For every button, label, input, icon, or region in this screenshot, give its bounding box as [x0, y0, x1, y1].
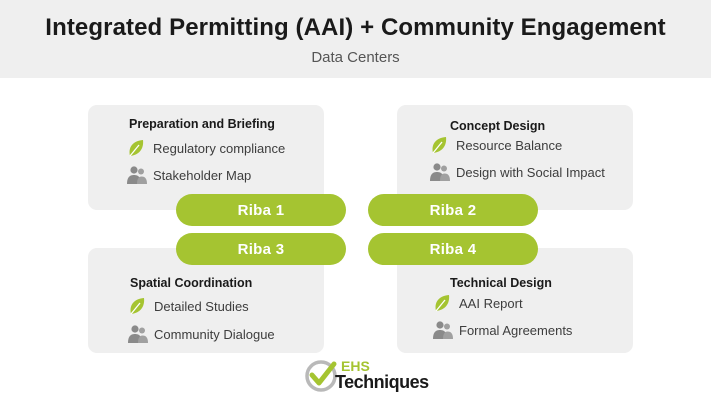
leaf-icon	[127, 296, 149, 316]
list-item: Detailed Studies	[127, 296, 249, 316]
people-icon	[432, 320, 454, 340]
header-band: Integrated Permitting (AAI) + Community …	[0, 0, 711, 78]
card-concept-design: Concept Design Resource Balance Design w…	[397, 105, 633, 210]
list-item: Design with Social Impact	[429, 162, 605, 182]
card-title: Spatial Coordination	[130, 276, 253, 290]
leaf-icon	[429, 135, 451, 155]
leaf-icon	[432, 293, 454, 313]
card-title: Preparation and Briefing	[129, 117, 275, 131]
item-label: Community Dialogue	[154, 326, 275, 342]
people-icon	[126, 165, 148, 185]
logo-techniques-text: Techniques	[335, 372, 429, 392]
page-subtitle: Data Centers	[311, 49, 400, 66]
ehs-techniques-logo: EHS Techniques	[303, 356, 433, 396]
logo-ehs-text: EHS	[341, 358, 370, 374]
item-label: Regulatory compliance	[153, 140, 286, 156]
list-item: Stakeholder Map	[126, 165, 251, 185]
card-spatial-coordination: Spatial Coordination Detailed Studies Co…	[88, 248, 324, 353]
list-item: Regulatory compliance	[126, 138, 285, 158]
item-label: AAI Report	[459, 295, 523, 311]
list-item: Resource Balance	[429, 135, 562, 155]
people-icon	[429, 162, 451, 182]
item-label: Stakeholder Map	[153, 167, 252, 183]
leaf-icon	[126, 138, 148, 158]
stage-pill-riba-2: Riba 2	[368, 194, 538, 226]
item-label: Resource Balance	[456, 137, 563, 153]
logo-check-icon	[303, 358, 339, 399]
stage-pill-riba-4: Riba 4	[368, 233, 538, 265]
list-item: Community Dialogue	[127, 324, 275, 344]
stage-pill-riba-1: Riba 1	[176, 194, 346, 226]
item-label: Design with Social Impact	[456, 164, 605, 180]
list-item: AAI Report	[432, 293, 523, 313]
card-technical-design: Technical Design AAI Report Formal Agree…	[397, 248, 633, 353]
card-title: Concept Design	[450, 119, 546, 133]
stage-pill-riba-3: Riba 3	[176, 233, 346, 265]
item-label: Formal Agreements	[459, 322, 573, 338]
people-icon	[127, 324, 149, 344]
card-title: Technical Design	[450, 276, 552, 290]
page-title: Integrated Permitting (AAI) + Community …	[45, 14, 666, 41]
item-label: Detailed Studies	[154, 298, 249, 314]
list-item: Formal Agreements	[432, 320, 572, 340]
card-preparation-briefing: Preparation and Briefing Regulatory comp…	[88, 105, 324, 210]
